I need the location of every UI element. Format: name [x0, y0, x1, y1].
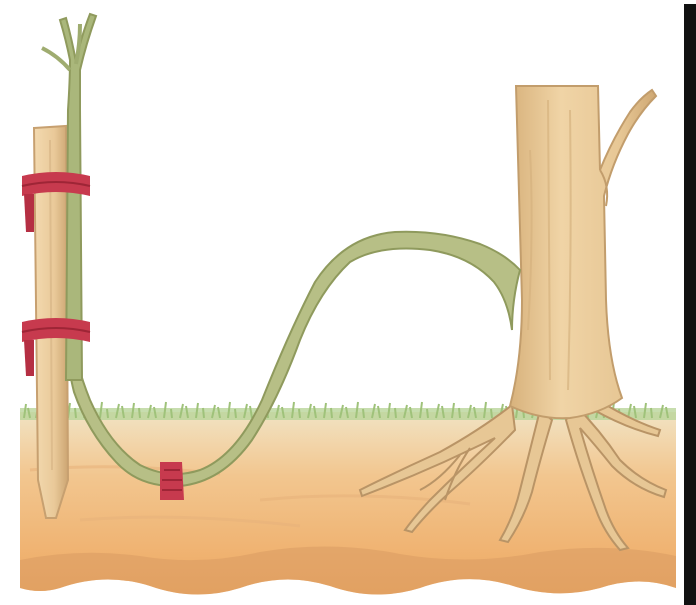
parent-tree-trunk	[510, 86, 656, 418]
buried-section-tie	[160, 462, 184, 500]
